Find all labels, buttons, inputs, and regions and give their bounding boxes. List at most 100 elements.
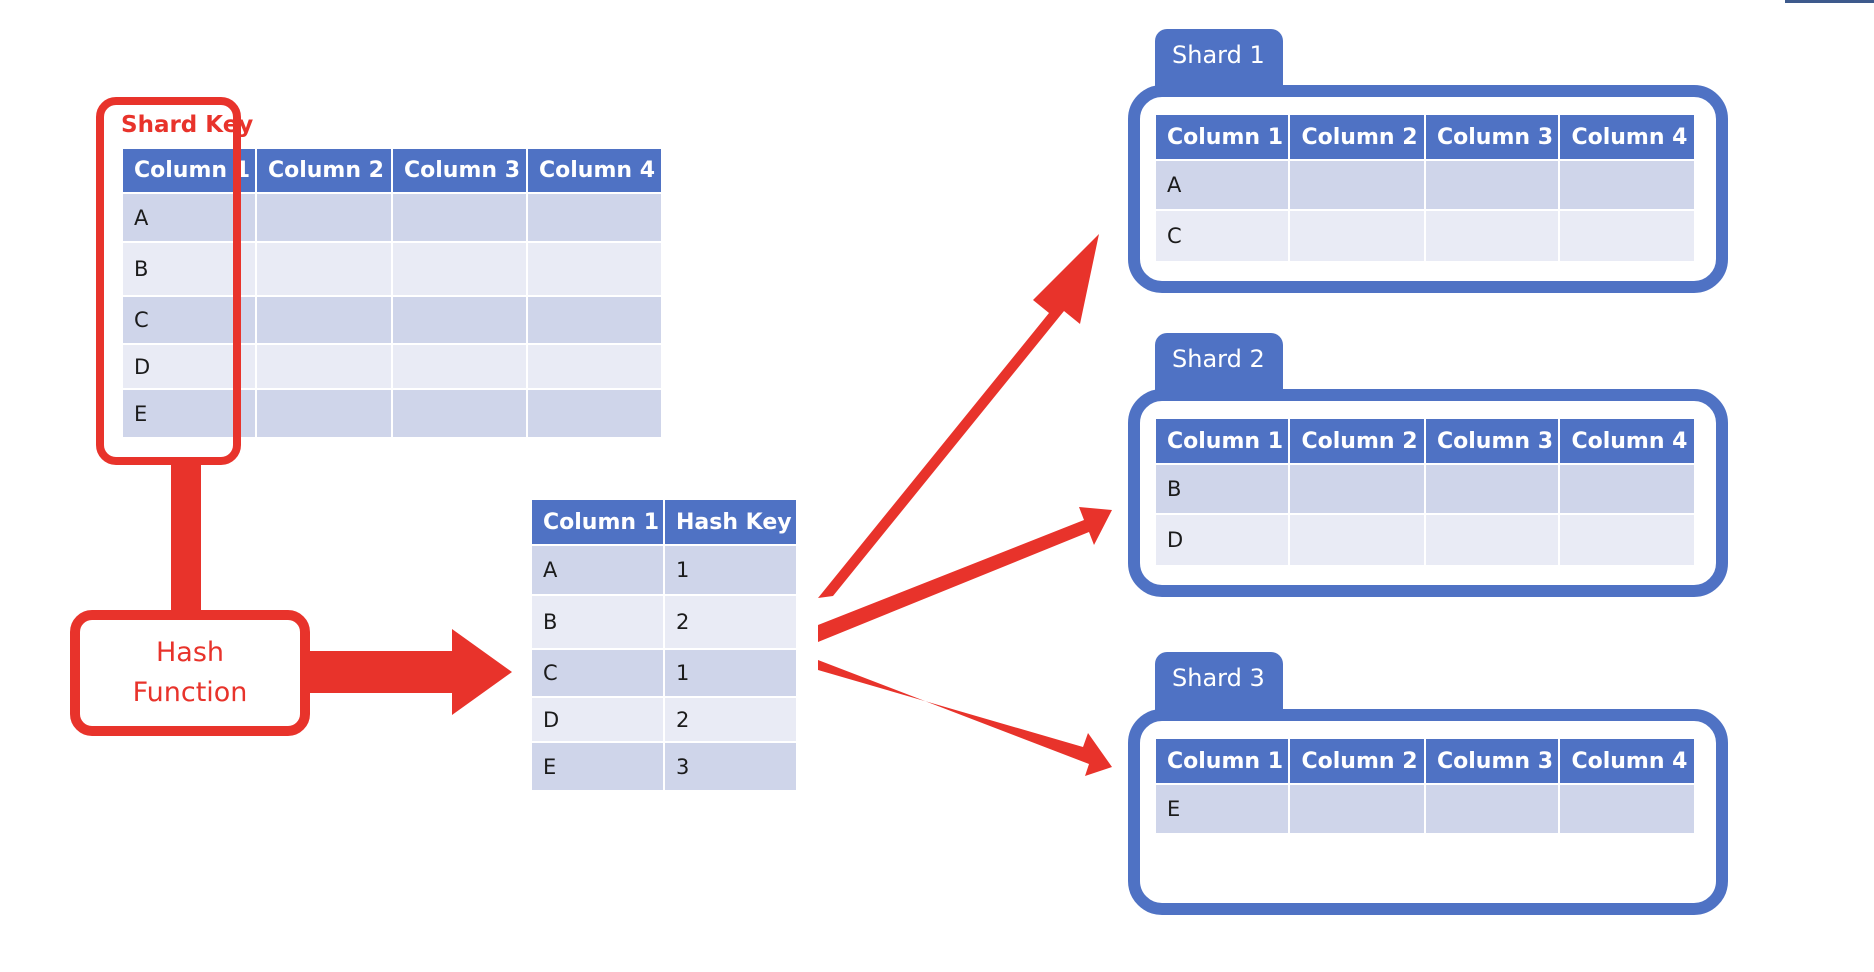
arrow-to-shard-3-icon: [818, 660, 1112, 776]
table-row: C 1: [532, 650, 796, 696]
empty-cell: [1290, 211, 1424, 261]
shard-2-header-col2: Column 2: [1290, 419, 1424, 463]
hash-header-key: Hash Key: [665, 500, 796, 544]
hash-function-box: Hash Function: [70, 610, 310, 736]
empty-cell: [1560, 515, 1694, 565]
hash-cell-value: C: [532, 650, 663, 696]
table-row: D: [123, 345, 661, 388]
shard-2-table: Column 1 Column 2 Column 3 Column 4 B D: [1154, 417, 1696, 567]
shard-2-header-col1: Column 1: [1156, 419, 1289, 463]
empty-cell: [1290, 515, 1424, 565]
table-row: B 2: [532, 596, 796, 648]
shard-3-header-col1: Column 1: [1156, 739, 1289, 783]
empty-cell: [392, 345, 526, 388]
shard-key-label: Shard Key: [121, 112, 254, 138]
source-cell-key: A: [123, 194, 255, 241]
table-row: C: [123, 297, 661, 343]
hash-key-table: Column 1 Hash Key A 1 B 2 C 1 D 2 E 3: [530, 498, 798, 792]
empty-cell: [392, 297, 526, 343]
shard-key-highlight: [96, 97, 241, 465]
source-header-col4: Column 4: [527, 149, 661, 192]
shard-3-header-col3: Column 3: [1425, 739, 1559, 783]
table-row: B: [1156, 465, 1694, 513]
hash-table-header-row: Column 1 Hash Key: [532, 500, 796, 544]
empty-cell: [1290, 161, 1424, 209]
source-header-col3: Column 3: [392, 149, 526, 192]
source-cell-key: D: [123, 345, 255, 388]
hash-cell-value: B: [532, 596, 663, 648]
hash-cell-key: 1: [665, 546, 796, 594]
empty-cell: [256, 194, 391, 241]
source-table-header-row: Column 1 Column 2 Column 3 Column 4: [123, 149, 661, 192]
shard-1-header-col4: Column 4: [1560, 115, 1694, 159]
empty-cell: [527, 297, 661, 343]
empty-cell: [1290, 785, 1424, 833]
empty-cell: [1425, 785, 1559, 833]
shard-2-header-row: Column 1 Column 2 Column 3 Column 4: [1156, 419, 1694, 463]
source-table: Column 1 Column 2 Column 3 Column 4 A B …: [121, 147, 663, 439]
shard-2-header-col3: Column 3: [1425, 419, 1559, 463]
empty-cell: [1425, 211, 1559, 261]
hash-cell-key: 2: [665, 698, 796, 741]
empty-cell: [527, 194, 661, 241]
empty-cell: [256, 243, 391, 295]
source-cell-key: C: [123, 297, 255, 343]
empty-cell: [1560, 785, 1694, 833]
shard-2-tab: Shard 2: [1155, 333, 1283, 393]
shard-2-cell-key: D: [1156, 515, 1289, 565]
hash-function-label: Hash Function: [132, 637, 248, 708]
source-cell-key: E: [123, 390, 255, 437]
empty-cell: [256, 390, 391, 437]
table-row: A: [123, 194, 661, 241]
shard-1-cell-key: C: [1156, 211, 1289, 261]
table-row: E 3: [532, 743, 796, 790]
empty-cell: [392, 194, 526, 241]
empty-cell: [1425, 515, 1559, 565]
table-row: D 2: [532, 698, 796, 741]
source-cell-key: B: [123, 243, 255, 295]
source-header-col1: Column 1: [123, 149, 255, 192]
table-row: D: [1156, 515, 1694, 565]
table-row: E: [1156, 785, 1694, 833]
empty-cell: [1560, 465, 1694, 513]
shard-3-header-row: Column 1 Column 2 Column 3 Column 4: [1156, 739, 1694, 783]
table-row: A 1: [532, 546, 796, 594]
shard-3-header-col2: Column 2: [1290, 739, 1424, 783]
shard-3-tab: Shard 3: [1155, 652, 1283, 712]
hash-cell-key: 2: [665, 596, 796, 648]
empty-cell: [256, 297, 391, 343]
hash-cell-value: A: [532, 546, 663, 594]
arrow-to-hash-table-icon: [310, 629, 512, 715]
shard-2-header-col4: Column 4: [1560, 419, 1694, 463]
table-row: B: [123, 243, 661, 295]
table-row: A: [1156, 161, 1694, 209]
empty-cell: [1560, 161, 1694, 209]
shard-1-header-col3: Column 3: [1425, 115, 1559, 159]
corner-accent-bar: [1785, 0, 1874, 3]
empty-cell: [1560, 211, 1694, 261]
empty-cell: [527, 390, 661, 437]
shard-3-cell-key: E: [1156, 785, 1289, 833]
empty-cell: [527, 345, 661, 388]
shard-1-tab: Shard 1: [1155, 29, 1283, 89]
shard-1-cell-key: A: [1156, 161, 1289, 209]
hash-cell-key: 3: [665, 743, 796, 790]
shard-2-cell-key: B: [1156, 465, 1289, 513]
shard-3-table: Column 1 Column 2 Column 3 Column 4 E: [1154, 737, 1696, 835]
source-header-col2: Column 2: [256, 149, 391, 192]
table-row: E: [123, 390, 661, 437]
empty-cell: [1425, 465, 1559, 513]
empty-cell: [1425, 161, 1559, 209]
empty-cell: [392, 390, 526, 437]
shard-key-connector: [171, 465, 201, 613]
shard-1-header-col1: Column 1: [1156, 115, 1289, 159]
shard-1-table: Column 1 Column 2 Column 3 Column 4 A C: [1154, 113, 1696, 263]
table-row: C: [1156, 211, 1694, 261]
empty-cell: [527, 243, 661, 295]
empty-cell: [392, 243, 526, 295]
shard-3-header-col4: Column 4: [1560, 739, 1694, 783]
hash-header-col1: Column 1: [532, 500, 663, 544]
empty-cell: [256, 345, 391, 388]
shard-1-header-col2: Column 2: [1290, 115, 1424, 159]
hash-cell-value: E: [532, 743, 663, 790]
